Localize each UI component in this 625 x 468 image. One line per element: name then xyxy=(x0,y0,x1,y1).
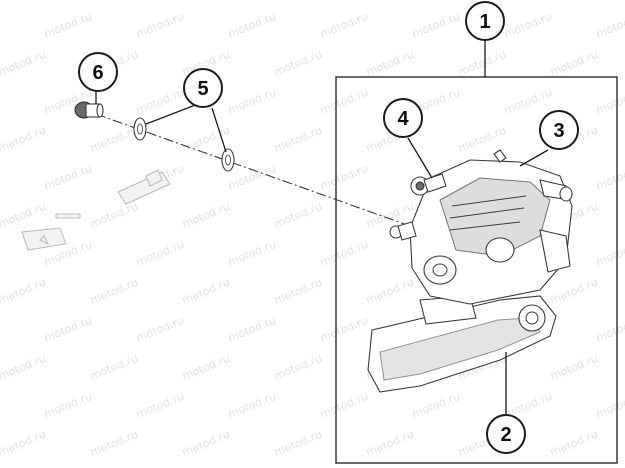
watermark-text: motod.ru xyxy=(548,48,600,79)
watermark-text: motod.ru xyxy=(226,390,278,421)
watermark-text: motod.ru xyxy=(272,428,324,459)
watermark-text: motod.ru xyxy=(226,314,278,345)
watermark-text: motod.ru xyxy=(318,86,370,117)
watermark-text: motod.ru xyxy=(318,314,370,345)
watermark-text: motod.ru xyxy=(88,200,140,231)
watermark-text: motod.ru xyxy=(180,200,232,231)
watermark-text: motod.ru xyxy=(42,162,94,193)
callout-2-label: 2 xyxy=(500,424,511,446)
watermark-text: motod.ru xyxy=(594,162,625,193)
watermark-text: motod.ru xyxy=(88,124,140,155)
watermark-text: motod.ru xyxy=(88,0,140,3)
callout-1-label: 1 xyxy=(479,11,490,33)
callout-5: 5 xyxy=(183,68,223,108)
watermark-text: motod.ru xyxy=(0,200,48,231)
watermark-text: motod.ru xyxy=(318,10,370,41)
watermark-text: motod.ru xyxy=(594,314,625,345)
part-2-caliper-bracket xyxy=(367,295,557,393)
watermark-text: motod.ru xyxy=(226,10,278,41)
watermark-text: motod.ru xyxy=(548,276,600,307)
watermark-text: motod.ru xyxy=(548,0,600,3)
watermark-text: motod.ru xyxy=(502,10,554,41)
watermark-text: motod.ru xyxy=(88,276,140,307)
callout-4: 4 xyxy=(383,98,423,138)
watermark-text: motod.ru xyxy=(410,390,462,421)
watermark-text: motod.ru xyxy=(134,390,186,421)
watermark-text: motod.ru xyxy=(134,314,186,345)
watermark-text: motod.ru xyxy=(272,48,324,79)
watermark-text: motod.ru xyxy=(42,390,94,421)
part-5-washers xyxy=(133,117,235,172)
watermark-text: motod.ru xyxy=(0,352,48,383)
watermark-text: motod.ru xyxy=(0,124,48,155)
watermark-text: motod.ru xyxy=(272,352,324,383)
watermark-text: motod.ru xyxy=(272,0,324,3)
watermark-text: motod.ru xyxy=(272,200,324,231)
callout-5-label: 5 xyxy=(197,78,208,100)
watermark-text: motod.ru xyxy=(548,352,600,383)
watermark-text: motod.ru xyxy=(180,352,232,383)
callout-4-label: 4 xyxy=(397,108,409,130)
watermark-text: motod.ru xyxy=(318,238,370,269)
watermark-text: motod.ru xyxy=(456,48,508,79)
callout-6-label: 6 xyxy=(92,62,103,84)
watermark-text: motod.ru xyxy=(594,238,625,269)
watermark-text: motod.ru xyxy=(88,352,140,383)
part-3-pad-pin xyxy=(493,149,573,202)
ghost-parts xyxy=(21,169,171,251)
callout-1: 1 xyxy=(465,1,505,41)
watermark-text: motod.ru xyxy=(226,86,278,117)
watermark-text: motod.ru xyxy=(318,390,370,421)
watermark-text: motod.ru xyxy=(364,276,416,307)
watermark-text: motod.ru xyxy=(318,162,370,193)
callout-6: 6 xyxy=(78,52,118,92)
mounting-bolt-head xyxy=(389,221,417,241)
watermark-text: motod.ru xyxy=(594,86,625,117)
watermark-text: motod.ru xyxy=(180,428,232,459)
bolt-axis-line xyxy=(95,113,411,227)
watermark-text: motod.ru xyxy=(548,428,600,459)
watermark-text: motod.ru xyxy=(364,48,416,79)
leader-lines xyxy=(95,40,549,414)
watermark-text: motod.ru xyxy=(226,238,278,269)
watermark-text: motod.ru xyxy=(226,162,278,193)
watermark-text: motod.ru xyxy=(272,276,324,307)
watermark-text: motod.ru xyxy=(42,10,94,41)
watermark-text: motod.ru xyxy=(0,276,48,307)
watermark-text: motod.ru xyxy=(502,86,554,117)
watermark-text: motod.ru xyxy=(594,390,625,421)
watermark-text: motod.ru xyxy=(180,124,232,155)
caliper-body xyxy=(409,159,573,305)
watermark-text: motod.ru xyxy=(42,314,94,345)
watermark-text: motod.ru xyxy=(364,0,416,3)
part-6-plug xyxy=(74,101,104,119)
callout-3-label: 3 xyxy=(553,120,564,142)
assembly-frame xyxy=(335,76,618,464)
watermark-text: motod.ru xyxy=(0,0,48,3)
callout-3: 3 xyxy=(539,110,579,150)
watermark-text: motod.ru xyxy=(134,10,186,41)
watermark-text: motod.ru xyxy=(180,0,232,3)
watermark-text: motod.ru xyxy=(364,428,416,459)
watermark-text: motod.ru xyxy=(134,238,186,269)
watermark-text: motod.ru xyxy=(594,10,625,41)
callout-2: 2 xyxy=(486,414,526,454)
watermark-text: motod.ru xyxy=(410,10,462,41)
watermark-text: motod.ru xyxy=(88,428,140,459)
watermark-text: motod.ru xyxy=(272,124,324,155)
part-4-bleeder-valve xyxy=(410,173,447,196)
watermark-text: motod.ru xyxy=(180,276,232,307)
watermark-text: motod.ru xyxy=(0,48,48,79)
watermark-text: motod.ru xyxy=(0,428,48,459)
